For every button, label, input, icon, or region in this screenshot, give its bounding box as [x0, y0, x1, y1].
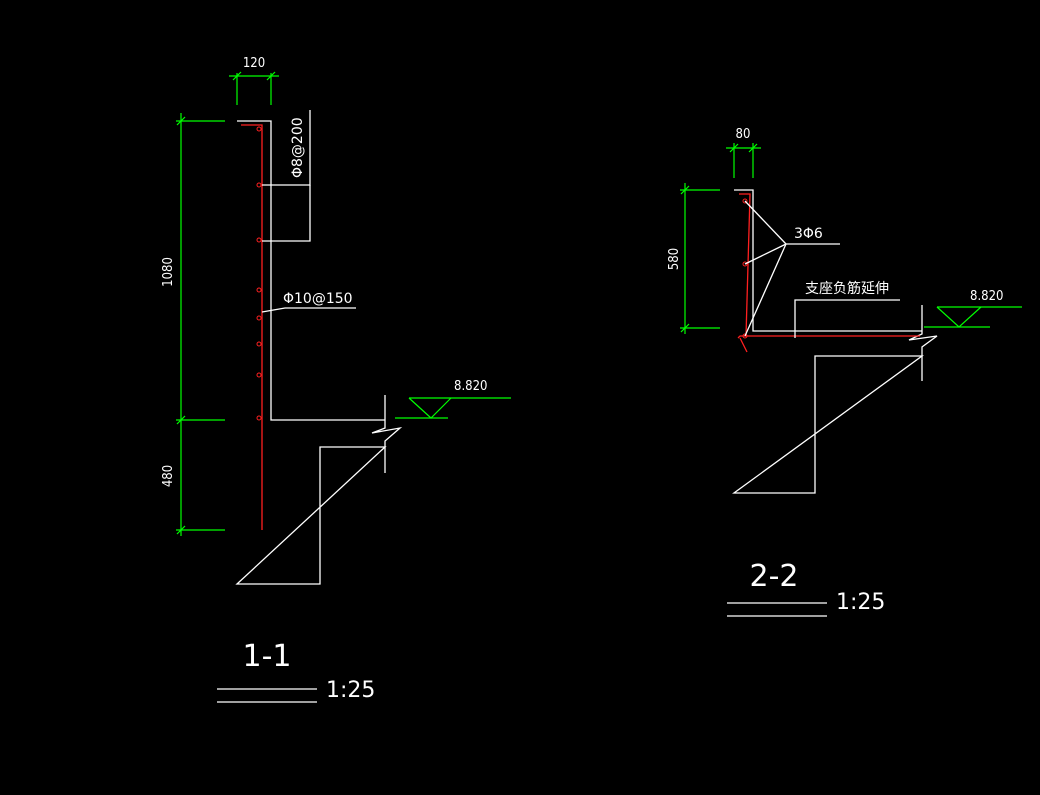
- section-1-lower-height-value: 480: [161, 465, 176, 487]
- section-1-rebar-dots: [256, 126, 262, 421]
- section-2-title-block: 2-2 1:25: [727, 559, 885, 617]
- section-1-upper-height-value: 1080: [161, 257, 176, 287]
- rebar-dot: [256, 315, 262, 321]
- section-1-1: Φ8@200 Φ10@150 120 1080 480: [161, 56, 511, 703]
- section-1-phi10-label: Φ10@150: [283, 291, 353, 307]
- section-1-title: 1-1: [243, 639, 292, 674]
- section-2-break-line: [908, 305, 938, 381]
- section-2-width-value: 80: [736, 127, 751, 142]
- section-2-elevation-value: 8.820: [970, 289, 1003, 304]
- section-1-scale: 1:25: [326, 678, 375, 703]
- rebar-dot: [256, 341, 262, 347]
- section-2-height-dimension: 580: [667, 183, 720, 334]
- section-1-height-dimension: 1080 480: [161, 113, 225, 536]
- section-2-2: 3Φ6 支座负筋延伸 80 580 8.820: [667, 127, 1022, 617]
- section-2-scale: 1:25: [836, 590, 885, 615]
- section-2-rebar-dots: [742, 198, 748, 339]
- section-2-height-value: 580: [667, 248, 682, 270]
- rebar-dot: [742, 261, 748, 267]
- section-2-width-dimension: 80: [726, 127, 761, 178]
- rebar-dot: [256, 237, 262, 243]
- section-1-outline: [235, 120, 387, 585]
- section-1-leader-phi8-b: [262, 185, 311, 242]
- section-1-break-line: [371, 395, 403, 473]
- section-2-leader-3phi6: [744, 200, 840, 337]
- section-1-elevation-value: 8.820: [454, 379, 487, 394]
- section-2-leader-note: [794, 299, 900, 338]
- section-1-title-block: 1-1 1:25: [217, 639, 375, 703]
- section-2-3phi6-label: 3Φ6: [794, 226, 823, 242]
- rebar-dot: [256, 182, 262, 188]
- section-1-width-dimension: 120: [229, 56, 279, 105]
- rebar-dot: [256, 126, 262, 132]
- rebar-dot: [742, 198, 748, 204]
- section-2-title: 2-2: [750, 559, 799, 594]
- rebar-dot: [256, 372, 262, 378]
- section-1-leader-phi10: [261, 307, 356, 313]
- section-2-rebar-hook: [739, 337, 748, 353]
- rebar-dot: [742, 333, 748, 339]
- section-2-outline: [732, 189, 924, 494]
- section-1-elevation-mark: 8.820: [395, 379, 511, 419]
- section-2-elevation-mark: 8.820: [924, 289, 1022, 328]
- rebar-dot: [256, 415, 262, 421]
- section-1-vertical-rebar: [241, 124, 263, 530]
- section-1-phi8-label: Φ8@200: [290, 117, 306, 178]
- rebar-dot: [256, 287, 262, 293]
- section-1-width-value: 120: [243, 56, 265, 71]
- section-2-note-label: 支座负筋延伸: [805, 280, 889, 297]
